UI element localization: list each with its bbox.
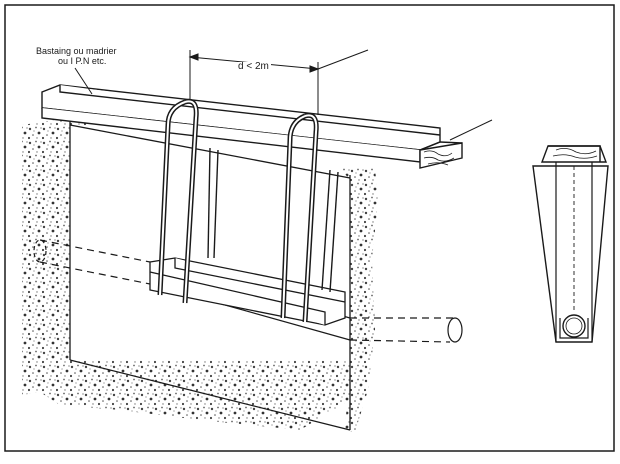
- leader-lines: [74, 67, 493, 141]
- trench-outline: [69, 122, 351, 431]
- distance-label: d < 2m: [236, 61, 271, 72]
- beam-label-line1: Bastaing ou madrier: [36, 46, 117, 56]
- beam-end-grain: [423, 150, 455, 166]
- hanger-struts: [207, 147, 339, 293]
- timber-beam: [41, 84, 463, 169]
- cross-section-view: [532, 145, 609, 343]
- soil-right-wall: [340, 168, 378, 432]
- beam-label-line2: ou I P.N etc.: [58, 56, 107, 66]
- soil-left-wall: [22, 122, 70, 395]
- pipe-support-board: [149, 257, 346, 326]
- soil-bottom: [40, 360, 350, 430]
- figure-frame: [4, 4, 615, 452]
- strap-highlights: [159, 100, 318, 323]
